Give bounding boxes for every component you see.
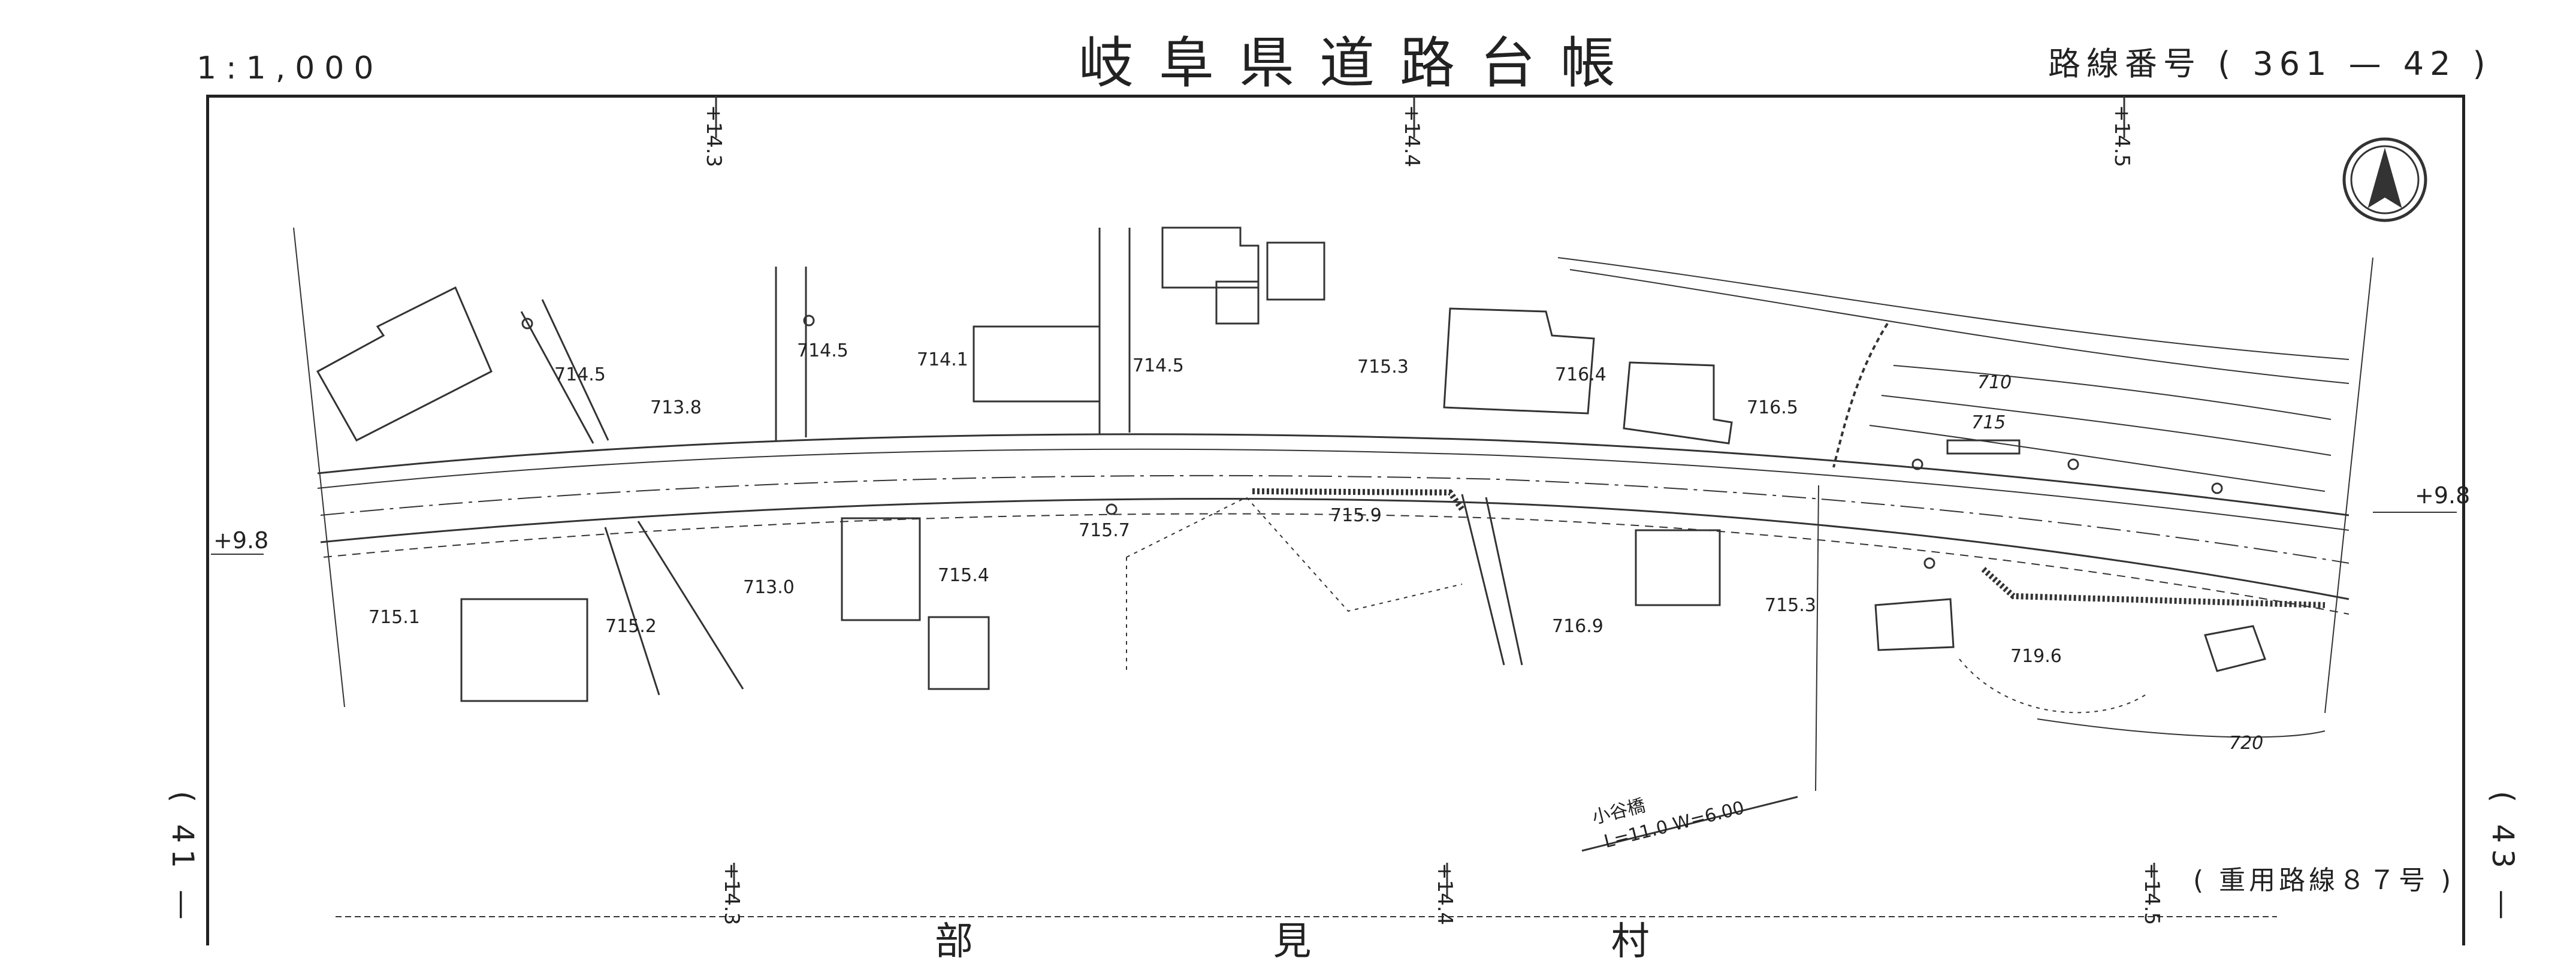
building (1161, 226, 1260, 289)
route-number: 路線番号 ( 361 — 42 ) (2048, 45, 2492, 83)
road-map: +14.3 +14.4 +14.5 +14.3 +14.4 +14.5 +9.8… (211, 96, 2470, 925)
street-south-1 (604, 521, 744, 696)
road-edge-north-2 (317, 448, 2349, 531)
elevation-label: 714.5 (1133, 355, 1184, 376)
pole-marker (1923, 557, 1935, 569)
station-tick (733, 863, 2155, 899)
elevation-label: 715.9 (1330, 505, 1382, 526)
station-label: +14.4 (1400, 105, 1424, 167)
page-title: 岐阜県道路台帳 (1079, 31, 1641, 95)
bridge-leader (1581, 796, 1798, 852)
building (2204, 625, 2266, 672)
elevation-label: 714.5 (797, 340, 848, 361)
bottom-locality-text: 部 見 村 (935, 920, 1793, 964)
contour-label: 720 (2229, 733, 2263, 754)
road-edge-north (317, 433, 2349, 516)
contour-line (1569, 269, 2349, 384)
contour-line (1869, 425, 2326, 492)
retaining-wall (1252, 488, 1465, 511)
pole-marker (2211, 482, 2223, 494)
survey-boundary-east (2324, 257, 2373, 714)
contour-line (1893, 365, 2332, 420)
elevation-label: 715.4 (938, 565, 989, 586)
elevation-label: 716.4 (1555, 364, 1606, 385)
building (1874, 598, 1955, 651)
survey-boundary-bridge (1815, 485, 1819, 791)
elevation-label: 715.3 (1765, 595, 1816, 616)
elevation-label: 715.3 (1357, 356, 1409, 377)
road-edge-south-2 (323, 513, 2349, 615)
elevation-label: 714.1 (917, 349, 968, 370)
contour-label: 710 (1977, 372, 2012, 393)
contour-line (2037, 718, 2326, 738)
next-sheet-ref: ( 43 — (2486, 791, 2520, 926)
retaining-wall (1981, 567, 2326, 608)
street-3 (1098, 228, 1131, 434)
station-label: +14.5 (2140, 863, 2164, 925)
elevation-label: 715.1 (369, 607, 420, 628)
elevation-label: 713.8 (650, 397, 702, 418)
contour-label: 715 (1971, 412, 2006, 433)
pole-marker (1911, 458, 1923, 470)
building (1623, 361, 1733, 445)
elevation-label: 719.6 (2010, 646, 2062, 667)
pole-marker (2067, 458, 2079, 470)
previous-sheet-ref: ( 41 — (165, 791, 200, 926)
north-arrow-icon (2342, 137, 2427, 222)
pole-marker (1106, 503, 1118, 515)
map-frame (206, 95, 2465, 945)
station-label: +14.5 (2110, 105, 2134, 167)
street-1 (520, 299, 609, 444)
building (1266, 241, 1325, 301)
elevation-label: 715.7 (1079, 520, 1130, 541)
lot-line (1959, 658, 2146, 714)
lot-line (1126, 496, 1463, 612)
pole-marker (803, 315, 815, 327)
map-scale: 1:1,000 (197, 50, 383, 86)
survey-boundary-west (293, 227, 345, 708)
elevation-label: 716.9 (1552, 616, 1603, 637)
station-label: +14.4 (1433, 863, 1457, 925)
station-label: +14.3 (702, 105, 726, 167)
building (316, 286, 493, 442)
building (841, 517, 921, 621)
contour-line (1557, 257, 2349, 360)
building (1443, 307, 1595, 415)
elevation-label: 714.5 (554, 364, 606, 385)
road-centerline (320, 475, 2349, 564)
building (928, 616, 990, 690)
building (1635, 529, 1721, 606)
elevation-label: 713.0 (743, 577, 795, 598)
street-2 (775, 267, 807, 440)
heavy-route-note: ( 重用路線８７号 ) (2193, 865, 2455, 896)
road-edge-south (320, 498, 2349, 600)
building (973, 325, 1101, 403)
retaining-wall (1946, 439, 2021, 455)
building (1215, 280, 1260, 325)
building (460, 598, 588, 702)
stream (1832, 322, 1889, 468)
contour-line (1881, 395, 2332, 456)
station-tick (715, 96, 2125, 138)
pole-marker (521, 318, 533, 330)
elevation-label: 715.2 (605, 616, 657, 637)
street-south-2 (1461, 494, 1523, 666)
side-mark: +9.8 (2415, 482, 2470, 509)
side-mark: +9.8 (213, 527, 268, 554)
elevation-label: 716.5 (1747, 397, 1798, 418)
station-label: +14.3 (720, 863, 744, 925)
